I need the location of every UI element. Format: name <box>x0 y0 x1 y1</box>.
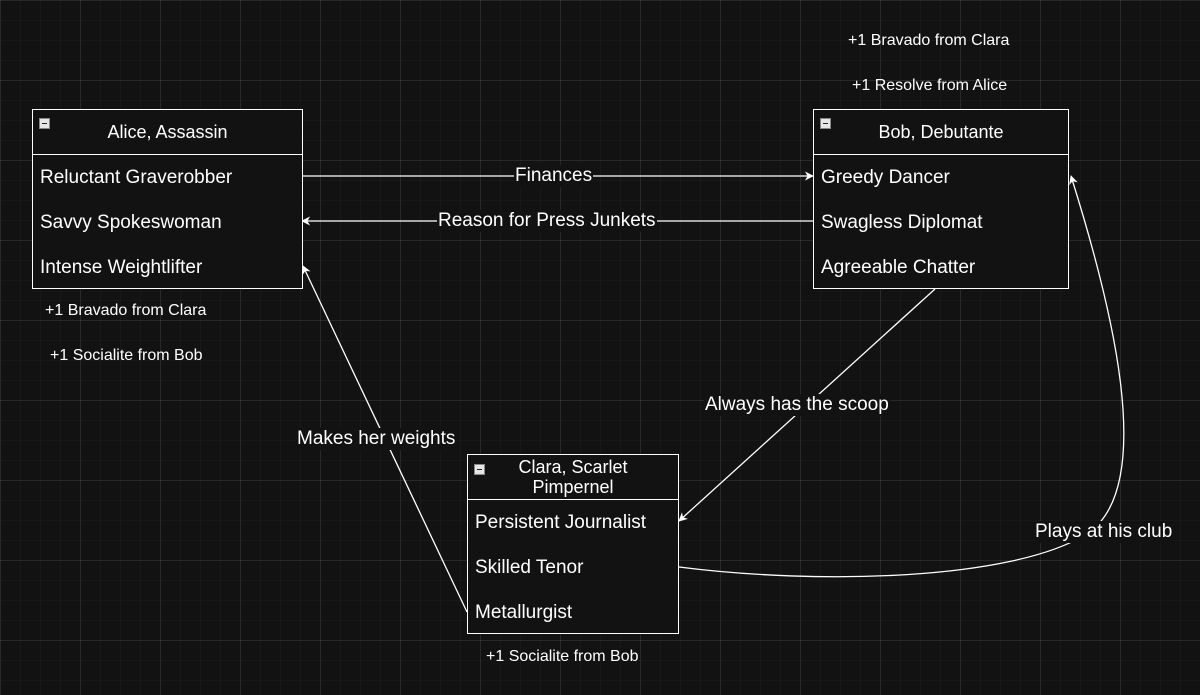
entity-clara-row[interactable]: Persistent Journalist <box>475 512 647 533</box>
entity-alice[interactable]: Alice, Assassin Reluctant Graverobber Sa… <box>32 109 303 289</box>
entity-clara-row[interactable]: Skilled Tenor <box>475 557 584 578</box>
entity-alice-title: Alice, Assassin <box>107 122 228 142</box>
bob-note: +1 Bravado from Clara <box>848 32 1010 49</box>
entity-bob-row[interactable]: Swagless Diplomat <box>821 212 983 233</box>
collapse-icon[interactable] <box>474 464 485 475</box>
collapse-icon[interactable] <box>820 118 831 129</box>
edge-label-press: Reason for Press Junkets <box>437 210 657 232</box>
entity-bob-header[interactable]: Bob, Debutante <box>814 110 1068 155</box>
entity-bob-row[interactable]: Agreeable Chatter <box>821 257 976 278</box>
alice-note: +1 Socialite from Bob <box>50 347 203 364</box>
clara-note: +1 Socialite from Bob <box>486 648 639 665</box>
alice-note: +1 Bravado from Clara <box>45 302 207 319</box>
entity-clara-header[interactable]: Clara, Scarlet Pimpernel <box>468 455 678 500</box>
entity-bob-row[interactable]: Greedy Dancer <box>821 167 950 188</box>
entity-clara-title-line1: Clara, Scarlet <box>518 457 628 477</box>
entity-clara-title-line2: Pimpernel <box>532 477 614 497</box>
entity-clara[interactable]: Clara, Scarlet Pimpernel Persistent Jour… <box>467 454 679 634</box>
collapse-icon[interactable] <box>39 118 50 129</box>
entity-bob[interactable]: Bob, Debutante Greedy Dancer Swagless Di… <box>813 109 1069 289</box>
bob-note: +1 Resolve from Alice <box>852 77 1008 94</box>
entity-alice-row[interactable]: Savvy Spokeswoman <box>40 212 222 233</box>
edge-label-club: Plays at his club <box>1034 521 1174 543</box>
edge-label-weights: Makes her weights <box>296 428 457 450</box>
entity-alice-row[interactable]: Reluctant Graverobber <box>40 167 233 188</box>
edge-label-finances: Finances <box>514 165 594 187</box>
entity-alice-header[interactable]: Alice, Assassin <box>33 110 302 155</box>
entity-bob-title: Bob, Debutante <box>878 122 1004 142</box>
edge-label-scoop: Always has the scoop <box>704 394 890 416</box>
entity-alice-row[interactable]: Intense Weightlifter <box>40 257 203 278</box>
entity-clara-row[interactable]: Metallurgist <box>475 602 573 623</box>
